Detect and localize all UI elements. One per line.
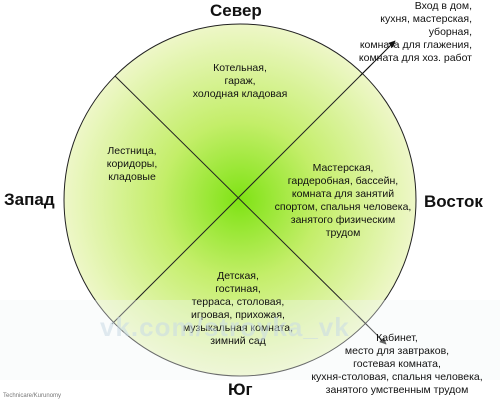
zone-east: Мастерская, гардеробная, бассейн, комнат… xyxy=(268,162,418,240)
direction-north-label: Север xyxy=(210,1,262,20)
credit-text: Technicare/Kurunomy xyxy=(3,393,62,399)
note-northeast-line: комната для глажения, xyxy=(359,39,472,51)
note-southeast-line: место для завтраков, xyxy=(344,345,450,357)
watermark-ribbon xyxy=(0,300,500,380)
zone-east-line: спортом, спальня человека, xyxy=(274,201,412,213)
zone-west-line: Лестница, xyxy=(107,145,157,157)
zone-east-line: трудом xyxy=(325,227,361,239)
diagonal-sw-ne xyxy=(111,65,371,325)
arrow-northeast xyxy=(359,40,396,77)
zone-south-line: гостиная, xyxy=(215,283,261,295)
zone-north: Котельная, гараж, холодная кладовая xyxy=(170,62,310,101)
note-southeast-line: Кабинет, xyxy=(376,332,418,344)
note-northeast-line: Вход в дом, xyxy=(414,0,472,12)
zone-south-line: зимний сад xyxy=(210,335,266,347)
zone-south-line: терраса, столовая, xyxy=(191,296,285,308)
direction-west-label: Запад xyxy=(4,190,55,209)
zone-west: Лестница, коридоры, кладовые xyxy=(92,145,172,184)
note-northeast: Вход в дом, кухня, мастерская, уборная, … xyxy=(340,0,472,65)
direction-south-label: Юг xyxy=(228,380,253,399)
watermark-text: vk.com/stroyka_vk xyxy=(100,312,350,342)
zone-south: Детская, гостиная, терраса, столовая, иг… xyxy=(168,270,308,348)
zone-east-line: занятого физическим xyxy=(290,214,396,226)
zone-west-line: кладовые xyxy=(108,171,156,183)
zone-north-line: Котельная, xyxy=(213,62,267,74)
diagonal-nw-se xyxy=(114,75,369,327)
note-northeast-line: уборная, xyxy=(428,26,472,38)
arrow-southeast xyxy=(357,315,387,345)
note-southeast-line: кухня-столовая, спальня человека, xyxy=(311,371,483,383)
zone-south-line: музыкальная комната, xyxy=(182,322,294,334)
zone-west-line: коридоры, xyxy=(106,158,158,170)
note-southeast: Кабинет, место для завтраков, гостевая к… xyxy=(296,332,498,397)
note-northeast-line: комната для хоз. работ xyxy=(358,52,472,64)
zone-south-line: Детская, xyxy=(217,270,259,282)
zone-north-line: холодная кладовая xyxy=(192,88,288,100)
zone-north-line: гараж, xyxy=(224,75,256,87)
direction-east-label: Восток xyxy=(424,192,483,211)
note-southeast-line: занятого умственным трудом xyxy=(325,384,469,396)
zone-east-line: Мастерская, xyxy=(312,162,374,174)
zone-east-line: комната для занятий xyxy=(291,188,395,200)
zone-south-line: игровая, прихожая, xyxy=(191,309,285,321)
note-northeast-line: кухня, мастерская, xyxy=(380,13,472,25)
zone-east-line: гардеробная, бассейн, xyxy=(287,175,399,187)
note-southeast-line: гостевая комната, xyxy=(353,358,441,370)
